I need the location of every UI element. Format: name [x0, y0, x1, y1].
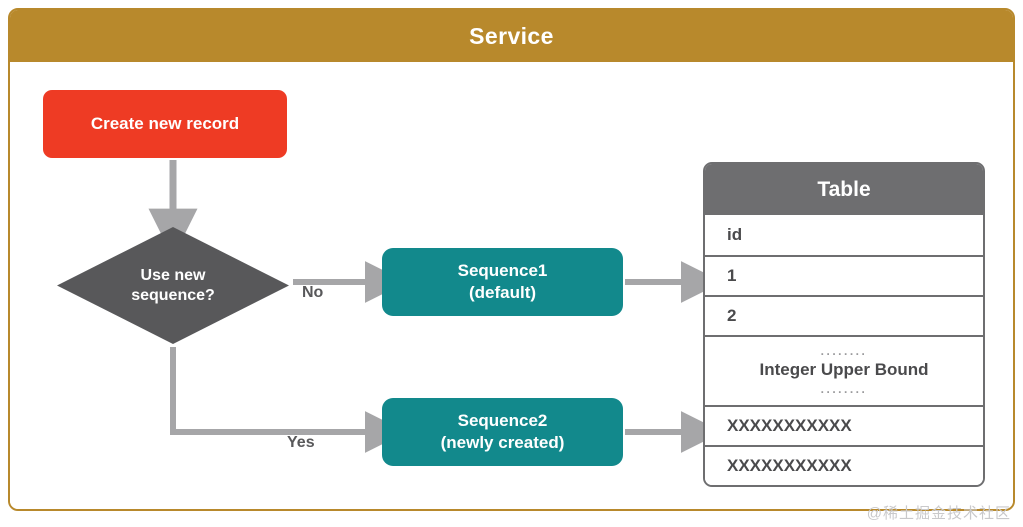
table-row: 1 [705, 255, 983, 295]
node-create-new-record-label: Create new record [90, 114, 240, 134]
service-panel-body: Create new record Use new sequence? No Y… [10, 62, 1013, 509]
node-sequence1[interactable]: Sequence1 (default) [382, 248, 623, 316]
database-table: Table id 1 2 ........ Integer Upper Boun… [703, 162, 985, 487]
service-panel-title: Service [469, 22, 554, 49]
decision-diamond-shape [57, 227, 289, 344]
node-create-new-record[interactable]: Create new record [43, 90, 287, 158]
table-row: id [705, 215, 983, 255]
table-row: XXXXXXXXXXX [705, 405, 983, 445]
node-sequence1-line1: Sequence1 [457, 261, 548, 281]
service-panel-header: Service [10, 10, 1013, 62]
node-decision-use-new-sequence[interactable]: Use new sequence? [57, 227, 289, 344]
ellipsis-dots-bottom: ........ [820, 382, 868, 396]
node-sequence2-line1: Sequence2 [457, 411, 548, 431]
node-sequence2[interactable]: Sequence2 (newly created) [382, 398, 623, 466]
table-cell-value-1: 1 [727, 266, 737, 285]
table-cell-id: id [727, 225, 743, 244]
service-panel: Service [8, 8, 1015, 511]
node-sequence1-line2: (default) [468, 283, 537, 302]
table-cell-overflow-1: XXXXXXXXXXX [727, 416, 852, 435]
node-sequence1-text: Sequence1 (default) [458, 260, 548, 304]
table-row: XXXXXXXXXXX [705, 445, 983, 485]
table-cell-value-2: 2 [727, 306, 737, 325]
table-row-integer-upper-bound: ........ Integer Upper Bound ........ [705, 335, 983, 405]
edge-label-yes: Yes [287, 434, 315, 451]
database-table-header: Table [705, 164, 983, 215]
edge-decision-yes-to-sequence2 [170, 347, 407, 453]
watermark: @稀土掘金技术社区 [866, 505, 1011, 522]
table-row: 2 [705, 295, 983, 335]
table-cell-integer-upper-bound: Integer Upper Bound [759, 360, 929, 379]
table-cell-overflow-2: XXXXXXXXXXX [727, 456, 852, 475]
node-sequence2-line2: (newly created) [440, 433, 565, 452]
database-table-title: Table [817, 177, 871, 201]
node-sequence2-text: Sequence2 (newly created) [441, 410, 565, 454]
ellipsis-dots-top: ........ [820, 344, 868, 358]
edge-label-no: No [302, 284, 324, 301]
